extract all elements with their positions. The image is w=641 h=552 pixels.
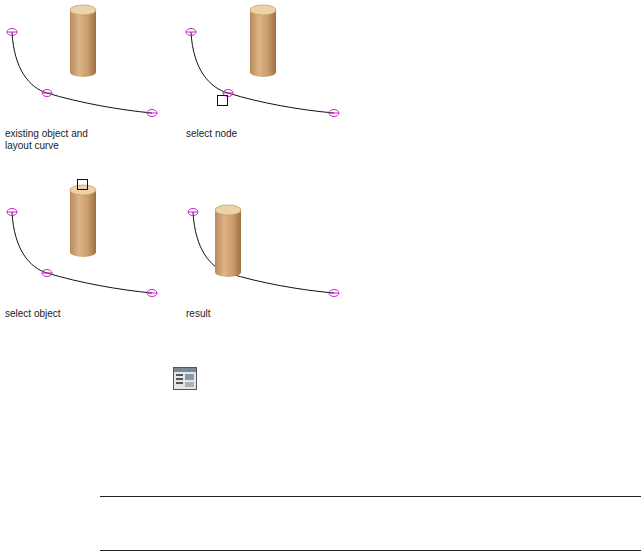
layout-curve <box>193 212 334 293</box>
properties-icon <box>174 368 197 390</box>
cylinder-object <box>215 205 241 277</box>
cylinder-object <box>70 5 96 77</box>
step-caption: result <box>186 308 210 320</box>
step-caption: existing object and layout curve <box>5 128 105 152</box>
step-caption: select object <box>5 308 61 320</box>
table-rule <box>100 550 641 551</box>
table-rule <box>100 496 641 497</box>
cylinder-object <box>70 185 96 257</box>
pick-box <box>78 180 88 190</box>
cylinder-object <box>250 5 276 77</box>
pick-box <box>218 96 228 106</box>
step-caption: select node <box>186 128 237 140</box>
